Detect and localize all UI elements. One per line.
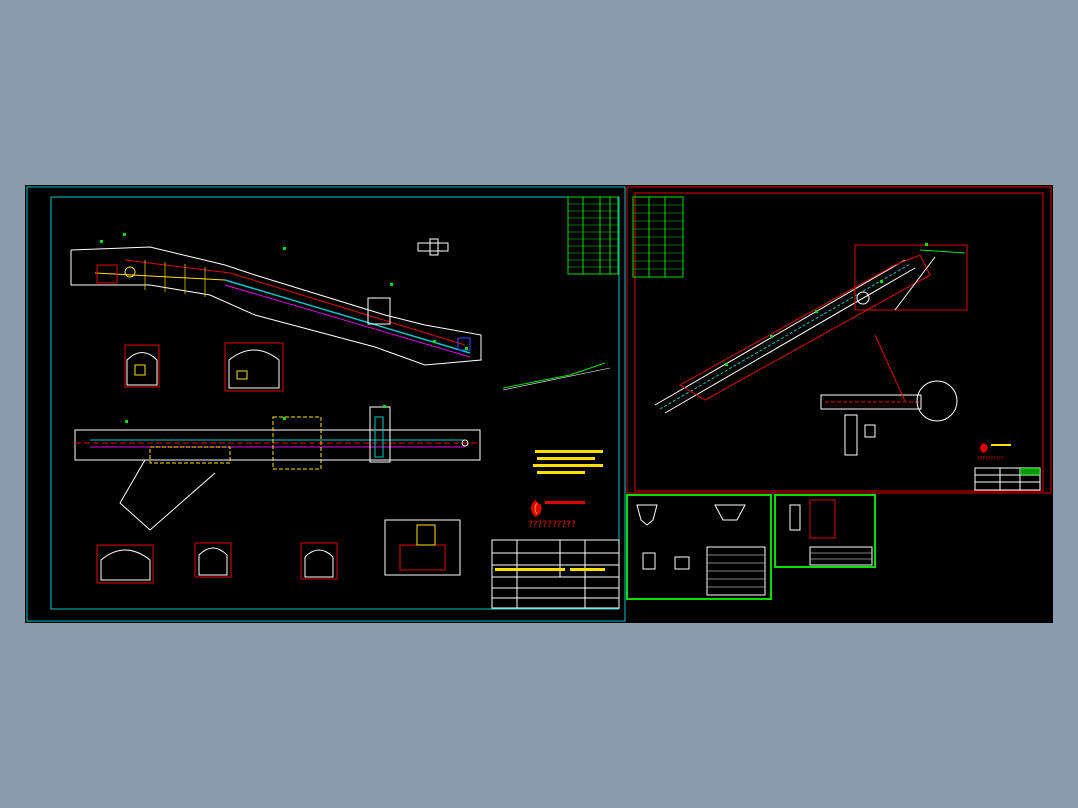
- cross-section-e: [300, 542, 338, 580]
- detail-sheet-2: [774, 494, 876, 568]
- right-title-block: [974, 467, 1041, 491]
- cross-section-c: [96, 544, 154, 584]
- discharge-plan-right: [820, 334, 958, 456]
- conveyor-elevation-view: [70, 233, 482, 366]
- detail-sheet-1: [626, 494, 772, 600]
- inclined-conveyor-right: [654, 243, 968, 414]
- cad-drawing-canvas[interactable]: ??????????: [25, 185, 1053, 623]
- left-caption: ??????????: [528, 520, 576, 530]
- right-logo: ??????????: [977, 443, 1011, 462]
- cross-section-b: [224, 342, 284, 392]
- right-drawing-sheet: ??????????: [626, 186, 1052, 494]
- profile-curve: [502, 362, 611, 391]
- title-block: [491, 539, 620, 609]
- cad-drawing-svg: ??????????: [26, 186, 1052, 622]
- company-logo: ??????????: [528, 500, 585, 530]
- cross-section-f: [384, 519, 461, 576]
- right-caption: ??????????: [977, 456, 1004, 462]
- right-materials-table: [632, 196, 684, 278]
- locator-sketch: [417, 238, 449, 256]
- cross-section-a: [124, 344, 160, 388]
- materials-table: [567, 196, 619, 275]
- notes-block: [533, 450, 603, 474]
- conveyor-plan-view: [74, 405, 481, 531]
- cross-section-d: [194, 542, 232, 578]
- left-drawing-sheet: ??????????: [26, 186, 626, 622]
